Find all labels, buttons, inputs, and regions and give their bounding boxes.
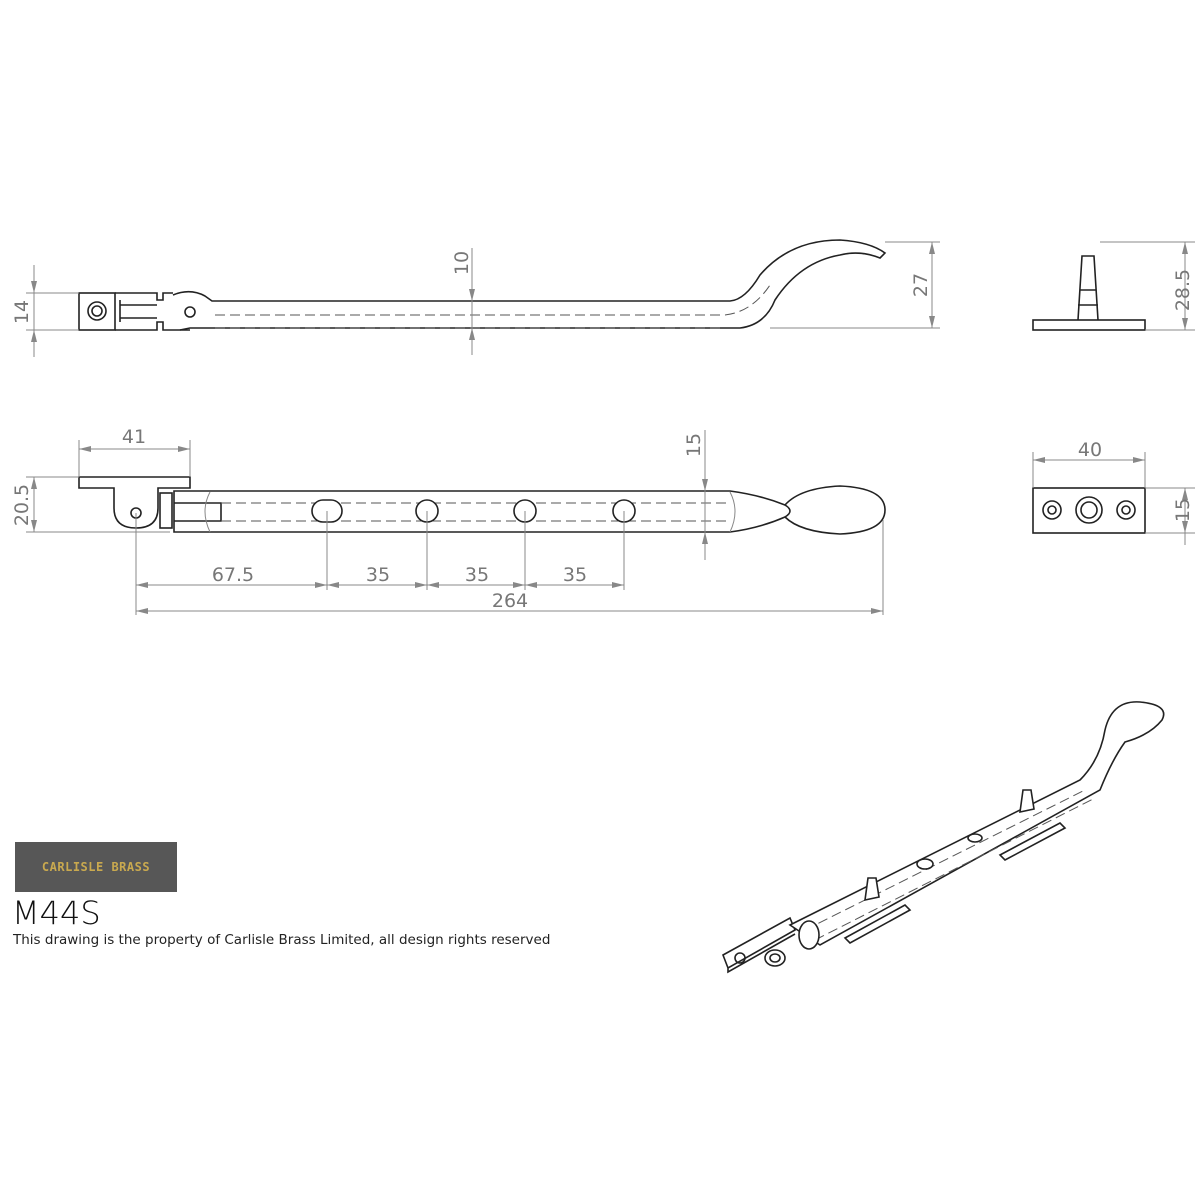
dim-pin-height: 28.5 [1172,269,1194,311]
dim-hole-pitch-1: 35 [366,564,390,586]
dim-bracket-height: 20.5 [11,484,33,526]
isometric-view [722,701,1165,974]
dim-hole-pitch-3: 35 [563,564,587,586]
dim-end-plate-height: 15 [1172,498,1194,522]
dimension-lines [26,241,1195,615]
dim-hole-pitch-2: 35 [465,564,489,586]
carlisle-brass-logo: CARLISLE BRASS [15,842,177,892]
dim-bar-width: 15 [683,433,705,457]
dim-tip-height: 27 [910,273,932,297]
logo-text: CARLISLE BRASS [41,860,151,874]
pin-side-view [1032,255,1146,331]
dim-top-height: 14 [11,300,33,324]
product-code: M44S [12,894,101,932]
copyright-caption: This drawing is the property of Carlisle… [13,932,551,948]
side-elevation-view [78,239,887,331]
dim-plate-width: 41 [122,426,146,448]
plan-view [78,476,886,535]
dim-first-hole: 67.5 [212,564,254,586]
dim-overall-length: 264 [492,590,528,612]
dim-bar-thickness: 10 [451,251,473,275]
end-plate-view [1032,487,1146,534]
dim-end-plate-width: 40 [1078,439,1102,461]
